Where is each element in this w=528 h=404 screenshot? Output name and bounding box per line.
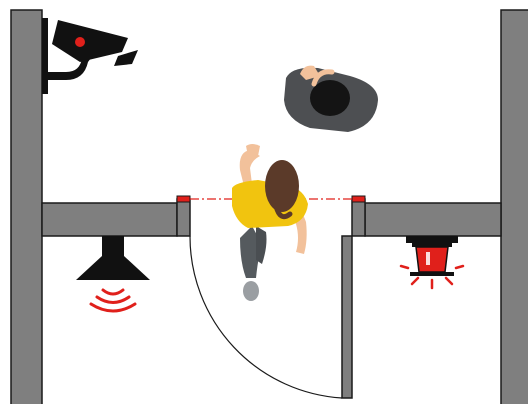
alarm-light-icon xyxy=(399,236,465,290)
door-sensor-icon xyxy=(176,195,191,203)
siren-speaker-icon xyxy=(76,236,150,313)
person-top-view-icon xyxy=(284,65,378,132)
door-sensor-icon xyxy=(351,195,366,203)
security-camera-icon xyxy=(42,18,138,94)
right-wall xyxy=(500,9,528,404)
open-door-panel xyxy=(341,235,353,399)
door-jamb-right xyxy=(351,198,366,237)
wall-segment-left xyxy=(41,202,178,237)
door-swing-arc xyxy=(189,235,343,399)
left-wall xyxy=(10,9,43,404)
walls xyxy=(10,9,528,404)
wall-segment-right xyxy=(364,202,502,237)
door-jamb-left xyxy=(176,198,191,237)
person-walking-icon xyxy=(232,144,308,301)
